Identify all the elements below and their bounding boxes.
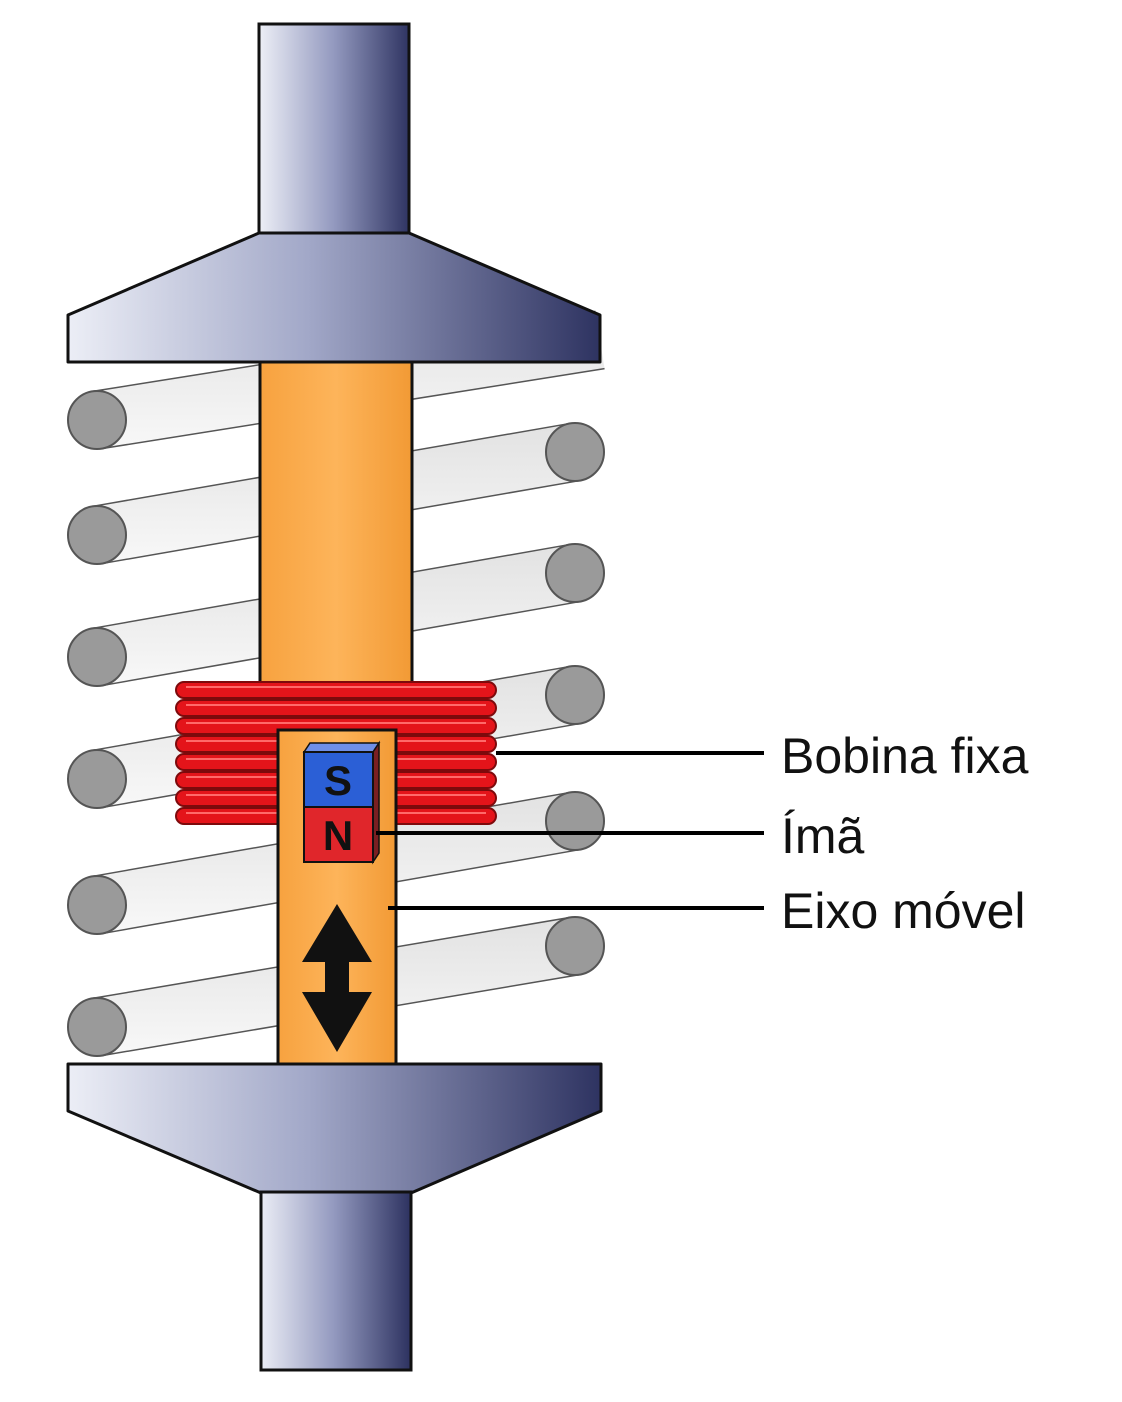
top-flange	[66, 231, 602, 364]
spring-wire-section	[545, 543, 605, 603]
spring-wire-section	[545, 665, 605, 725]
magnet-north-pole	[303, 806, 374, 863]
spring-wire-section	[67, 997, 127, 1057]
spring-wire-section	[545, 916, 605, 976]
spring-wire-section	[545, 791, 605, 851]
coil-winding	[175, 681, 497, 699]
spring-wire-section	[67, 505, 127, 565]
magnet-label: Ímã	[781, 808, 865, 864]
spring-wire-section	[67, 749, 127, 809]
spring-wire-section	[545, 422, 605, 482]
spring-wire-section	[67, 875, 127, 935]
spring-wire-section	[67, 390, 127, 450]
bottom-flange	[66, 1062, 603, 1195]
bottom-pole	[259, 1190, 413, 1372]
magnet-north-label: N	[323, 812, 353, 859]
magnet: S N	[302, 740, 381, 865]
double-arrow-vertical-icon	[302, 904, 372, 1052]
coil-winding	[175, 699, 497, 717]
shaft-upper	[258, 360, 414, 732]
top-pole	[257, 22, 411, 236]
spring-front	[67, 390, 605, 1057]
magnet-south-label: S	[324, 757, 352, 804]
shaft-label: Eixo móvel	[781, 883, 1026, 939]
magnet-south-pole	[303, 751, 374, 808]
coil-label: Bobina fixa	[781, 728, 1029, 784]
spring-wire-section	[67, 627, 127, 687]
